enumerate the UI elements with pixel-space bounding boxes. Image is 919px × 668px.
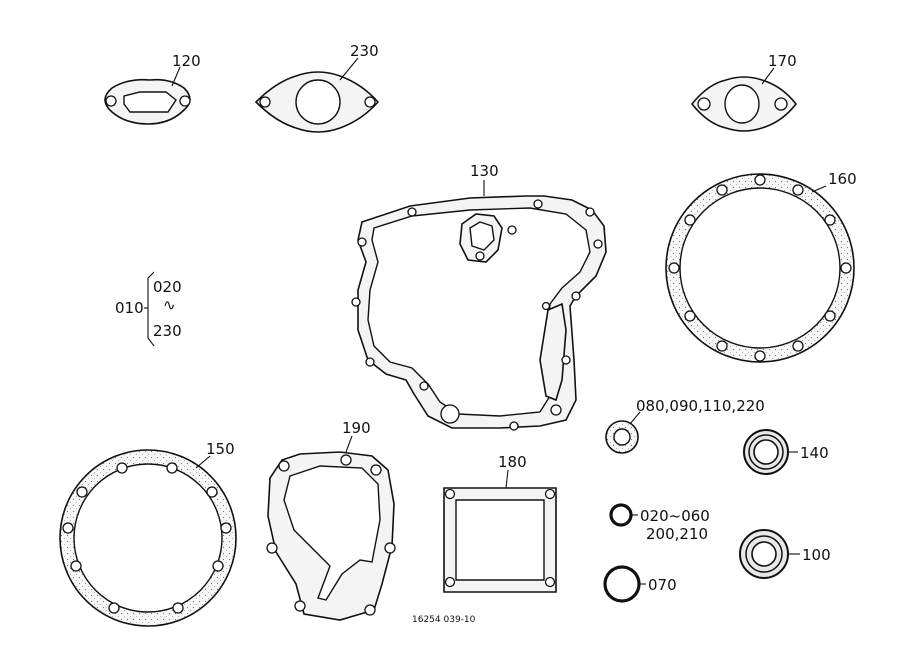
label-140: 140 — [800, 444, 829, 462]
drawing-reference: 16254 039-10 — [412, 615, 476, 625]
gasket-230[interactable] — [254, 57, 380, 133]
oil-seal-140[interactable] — [743, 429, 798, 475]
gasket-150[interactable] — [59, 449, 237, 627]
label-020: 020 — [153, 278, 182, 296]
label-020-060: 020~060 — [640, 507, 710, 525]
label-200-210: 200,210 — [646, 525, 708, 543]
o-ring-020-060[interactable] — [609, 503, 638, 527]
label-080: 080,090,110,220 — [636, 397, 765, 415]
label-230: 230 — [350, 42, 379, 60]
gasket-190[interactable] — [266, 435, 396, 621]
gasket-170[interactable] — [690, 67, 798, 132]
washer-080[interactable] — [605, 411, 641, 454]
range-separator: ∿ — [163, 296, 176, 314]
label-150: 150 — [206, 440, 235, 458]
label-160: 160 — [828, 170, 857, 188]
label-010: 010 — [115, 299, 144, 317]
label-180: 180 — [498, 453, 527, 471]
label-100: 100 — [802, 546, 831, 564]
label-120: 120 — [172, 52, 201, 70]
label-190: 190 — [342, 419, 371, 437]
gasket-180[interactable] — [443, 469, 557, 593]
o-ring-070[interactable] — [603, 565, 646, 603]
gasket-160[interactable] — [665, 173, 855, 363]
gasket-120[interactable] — [104, 66, 191, 125]
kit-bracket-010 — [144, 271, 155, 347]
oil-seal-100[interactable] — [739, 529, 800, 579]
gasket-130[interactable] — [351, 180, 607, 431]
label-070: 070 — [648, 576, 677, 594]
label-230b: 230 — [153, 322, 182, 340]
label-170: 170 — [768, 52, 797, 70]
label-130: 130 — [470, 162, 499, 180]
